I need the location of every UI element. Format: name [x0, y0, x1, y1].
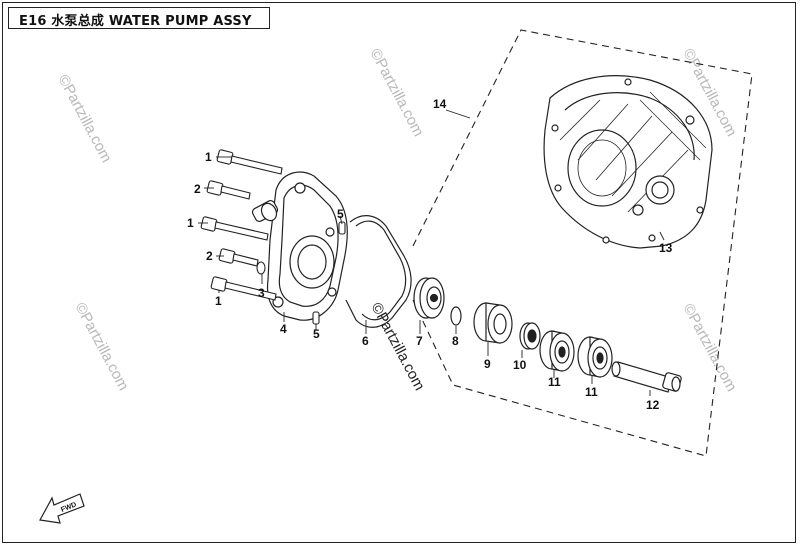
callout-4: 4: [280, 322, 287, 336]
bolt-1-middle: [200, 216, 269, 241]
crankcase-cover: [543, 75, 713, 249]
title-box: E16 水泵总成 WATER PUMP ASSY: [8, 7, 270, 29]
bearing-2: [577, 336, 613, 378]
washer-3: [256, 261, 266, 275]
callout-13: 13: [659, 241, 673, 255]
callout-7: 7: [416, 334, 423, 348]
callout-6: 6: [362, 334, 369, 348]
impeller: [413, 277, 445, 319]
forward-arrow-icon: FWD: [39, 493, 85, 524]
callout-1: 1: [205, 150, 212, 164]
callout-1: 1: [187, 216, 194, 230]
callout-3: 3: [258, 286, 265, 300]
gasket: [345, 215, 412, 328]
seal-ring: [450, 306, 462, 326]
oil-seal: [519, 322, 541, 350]
watermark: ©Partzilla.com: [366, 46, 427, 140]
diagram-title: E16 水泵总成 WATER PUMP ASSY: [19, 14, 252, 29]
callouts: 1 2 1 2 1 3 4 5 5 6 7 8 9 10 11 11 12 13…: [187, 97, 673, 412]
callout-2: 2: [194, 182, 201, 196]
callout-9: 9: [484, 357, 491, 371]
watermark: ©Partzilla.com: [71, 300, 132, 394]
bolt-2-upper: [206, 180, 251, 200]
callout-2: 2: [206, 249, 213, 263]
callout-11: 11: [585, 385, 598, 399]
bolts: [200, 149, 283, 301]
callout-5: 5: [313, 327, 320, 341]
callout-8: 8: [452, 334, 459, 348]
pump-housing: [251, 171, 348, 321]
callout-1: 1: [215, 294, 222, 308]
callout-10: 10: [513, 358, 527, 372]
pump-shaft: [611, 361, 682, 393]
bearing-1: [539, 330, 575, 372]
bolt-1-lower: [210, 276, 277, 301]
mechanical-seal: [473, 302, 513, 344]
callout-12: 12: [646, 398, 660, 412]
callout-14: 14: [433, 97, 447, 111]
leader-lines: [198, 109, 665, 396]
watermark: ©Partzilla.com: [679, 301, 740, 395]
callout-11: 11: [548, 375, 561, 389]
callout-5: 5: [337, 207, 344, 221]
bolt-2-lower: [218, 248, 259, 267]
bolt-1-upper: [216, 149, 283, 175]
watermark: ©Partzilla.com: [54, 72, 115, 166]
